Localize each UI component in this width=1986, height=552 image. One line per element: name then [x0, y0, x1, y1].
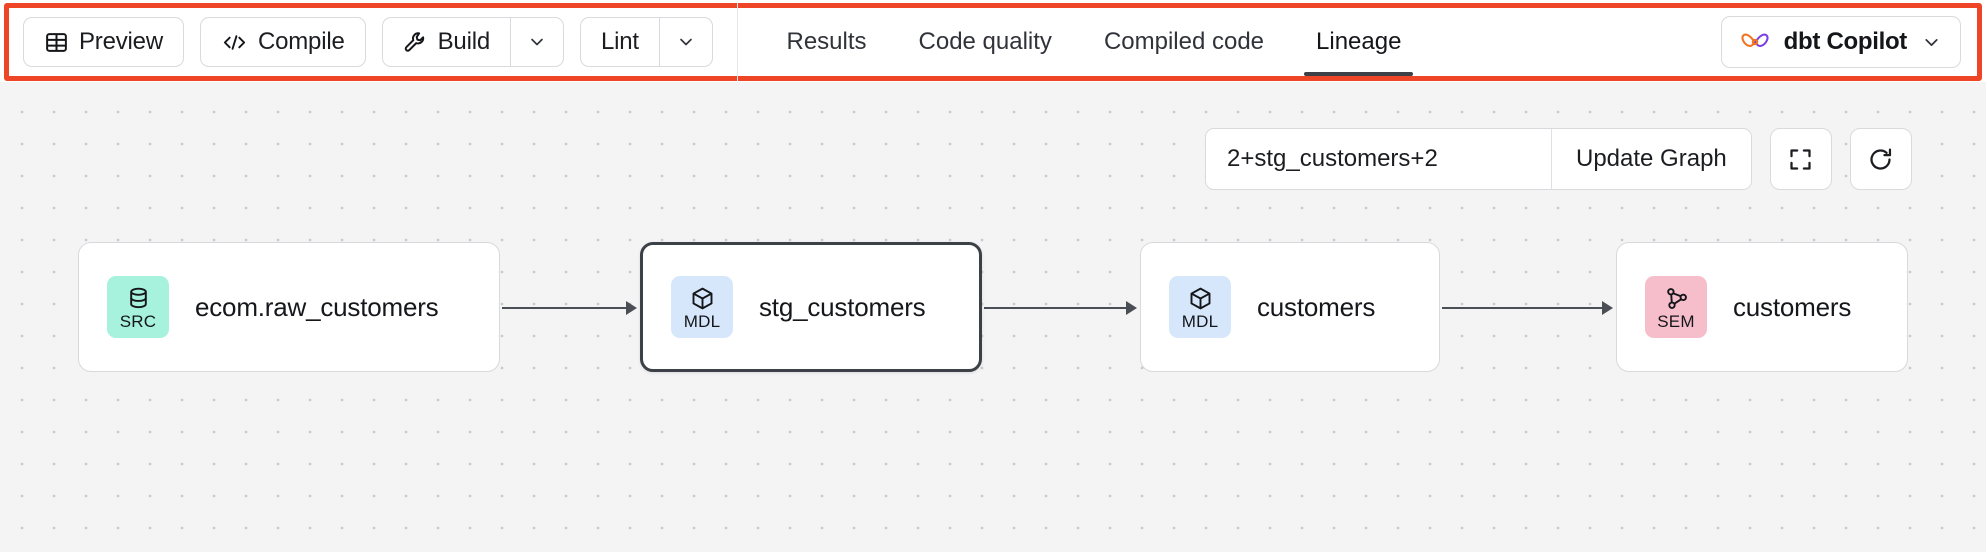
lint-dropdown-caret[interactable] — [658, 17, 713, 67]
edge-arrowhead — [626, 301, 637, 315]
lineage-canvas[interactable]: Update Graph — [0, 82, 1986, 552]
lineage-node-stg-customers[interactable]: MDL stg_customers — [640, 242, 982, 372]
tab-results-label: Results — [786, 28, 867, 55]
build-dropdown-caret[interactable] — [509, 17, 564, 67]
node-badge-mdl-label: MDL — [683, 311, 721, 331]
lint-button[interactable]: Lint — [579, 17, 659, 67]
node-badge-mdl-label: MDL — [1181, 311, 1219, 331]
chevron-down-icon — [1921, 32, 1942, 53]
edge-arrowhead — [1602, 301, 1613, 315]
build-button-label: Build — [437, 28, 491, 55]
dbt-copilot-butterfly-icon — [1740, 28, 1770, 56]
editor-toolbar: Preview Compile Build — [9, 3, 1977, 81]
toolbar-annotation-box: Preview Compile Build — [4, 3, 1982, 81]
graph-controls: Update Graph — [1205, 128, 1912, 190]
edge-raw-to-stg — [502, 307, 628, 309]
database-icon — [125, 285, 152, 312]
preview-button[interactable]: Preview — [23, 17, 184, 67]
edge-customers-to-semantic — [1442, 307, 1604, 309]
result-tabs: Results Code quality Compiled code Linea… — [760, 8, 1427, 76]
update-graph-label: Update Graph — [1576, 145, 1727, 172]
node-badge-mdl: MDL — [671, 276, 733, 338]
preview-button-label: Preview — [79, 28, 163, 55]
build-split-button: Build — [381, 17, 564, 67]
refresh-graph-button[interactable] — [1849, 128, 1912, 190]
tab-compiled-code[interactable]: Compiled code — [1078, 8, 1290, 76]
toolbar-divider — [736, 3, 739, 81]
lineage-node-ecom-raw-customers[interactable]: SRC ecom.raw_customers — [78, 242, 500, 372]
cube-icon — [689, 285, 716, 312]
edge-stg-to-customers — [984, 307, 1128, 309]
node-badge-mdl: MDL — [1169, 276, 1231, 338]
node-selector-input[interactable] — [1206, 129, 1551, 189]
dbt-copilot-button[interactable]: dbt Copilot — [1720, 16, 1961, 68]
node-label-stg-customers: stg_customers — [759, 291, 926, 322]
tab-lineage-label: Lineage — [1316, 28, 1402, 55]
node-label-ecom-raw-customers: ecom.raw_customers — [195, 291, 439, 322]
tab-code-quality[interactable]: Code quality — [893, 8, 1078, 76]
node-badge-sem-label: SEM — [1657, 311, 1695, 331]
node-badge-src-label: SRC — [119, 311, 157, 331]
build-button[interactable]: Build — [381, 17, 510, 67]
node-badge-src: SRC — [107, 276, 169, 338]
node-label-customers-model: customers — [1257, 291, 1376, 322]
tab-lineage[interactable]: Lineage — [1290, 8, 1427, 76]
compile-button-label: Compile — [257, 28, 345, 55]
lineage-node-customers-semantic[interactable]: SEM customers — [1616, 242, 1908, 372]
node-badge-sem: SEM — [1645, 276, 1707, 338]
lint-split-button: Lint — [579, 17, 713, 67]
tab-code-quality-label: Code quality — [918, 28, 1052, 55]
fit-to-screen-icon — [1787, 146, 1814, 173]
node-label-customers-semantic: customers — [1733, 291, 1852, 322]
edge-arrowhead — [1126, 301, 1137, 315]
lineage-node-customers-model[interactable]: MDL customers — [1140, 242, 1440, 372]
code-brackets-icon — [221, 30, 248, 55]
graph-nodes-icon — [1663, 285, 1690, 312]
table-icon — [44, 30, 69, 55]
dbt-copilot-label: dbt Copilot — [1783, 28, 1908, 55]
refresh-icon — [1867, 146, 1894, 173]
compile-button[interactable]: Compile — [199, 17, 366, 67]
chevron-down-icon — [527, 32, 547, 52]
wrench-icon — [403, 30, 428, 55]
update-graph-button[interactable]: Update Graph — [1551, 129, 1751, 189]
tab-compiled-code-label: Compiled code — [1103, 28, 1265, 55]
cube-icon — [1187, 285, 1214, 312]
lint-button-label: Lint — [600, 28, 639, 55]
chevron-down-icon — [676, 32, 696, 52]
fit-to-screen-button[interactable] — [1769, 128, 1832, 190]
tab-results[interactable]: Results — [760, 8, 892, 76]
node-selector-group: Update Graph — [1205, 128, 1752, 190]
